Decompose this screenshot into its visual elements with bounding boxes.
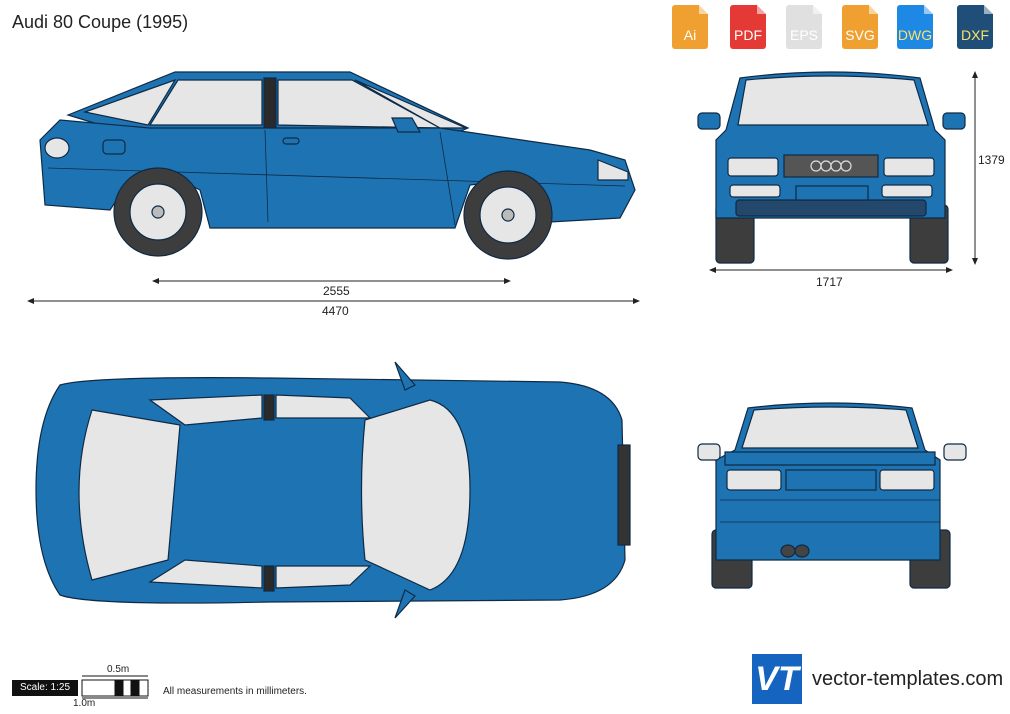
scale-label: Scale: 1:25 bbox=[12, 680, 78, 696]
length-dimension: 4470 bbox=[322, 304, 349, 318]
scale-half-label: 0.5m bbox=[107, 664, 130, 675]
front-view bbox=[697, 71, 966, 264]
format-label-eps: EPS bbox=[789, 27, 818, 43]
side-view bbox=[39, 71, 636, 260]
vt-logo-icon[interactable]: VT bbox=[752, 654, 802, 704]
width-dimension: 1717 bbox=[816, 275, 843, 289]
dxf-file-icon[interactable]: DXF bbox=[953, 5, 997, 49]
eps-file-icon[interactable]: EPS bbox=[782, 5, 826, 49]
ai-file-icon[interactable]: Ai bbox=[668, 5, 712, 49]
top-view bbox=[35, 361, 631, 619]
front-dimensions bbox=[709, 71, 978, 273]
dwg-file-icon[interactable]: DWG bbox=[893, 5, 937, 49]
format-label-ai: Ai bbox=[683, 27, 697, 43]
scale-full-label: 1.0m bbox=[73, 698, 96, 709]
format-label-dwg: DWG bbox=[897, 27, 933, 43]
format-label-pdf: PDF bbox=[734, 27, 762, 43]
format-label-svg: SVG bbox=[845, 27, 875, 43]
side-dimensions bbox=[27, 278, 640, 304]
brand-url-link[interactable]: vector-templates.com bbox=[812, 668, 1004, 690]
pdf-file-icon[interactable]: PDF bbox=[726, 5, 770, 49]
format-label-dxf: DXF bbox=[961, 27, 989, 43]
wheelbase-dimension: 2555 bbox=[323, 284, 350, 298]
scale-bar bbox=[81, 675, 149, 699]
measurement-note: All measurements in millimeters. bbox=[163, 686, 307, 697]
svg-file-icon[interactable]: SVG bbox=[838, 5, 882, 49]
rear-view bbox=[697, 402, 967, 589]
drawing-title: Audi 80 Coupe (1995) bbox=[12, 12, 189, 32]
height-dimension: 1379 bbox=[978, 153, 1005, 167]
